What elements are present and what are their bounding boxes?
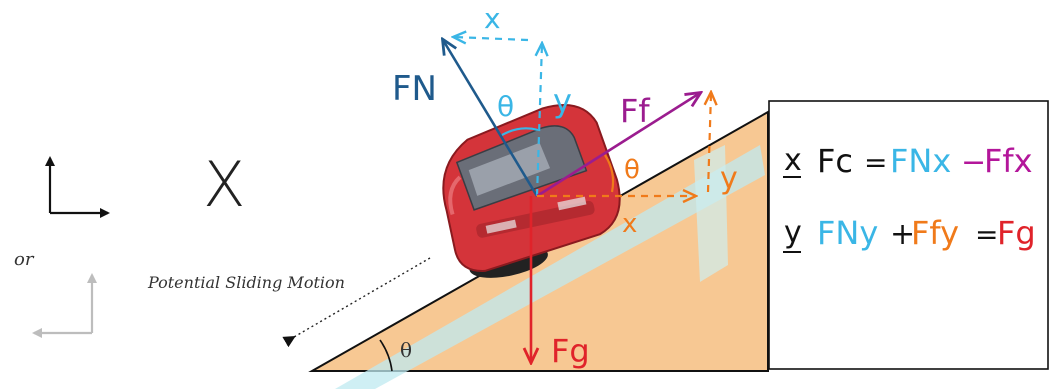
- friction-x-label: x: [622, 209, 637, 239]
- normal-y-label: y: [553, 82, 572, 120]
- equation-y-equals: =: [975, 218, 998, 251]
- or-label: or: [14, 249, 35, 270]
- normal-force-arrow: [443, 40, 539, 197]
- equation-y-axis-label: y: [784, 215, 802, 250]
- friction-force-label: Ff: [620, 92, 650, 130]
- normal-angle-arc: [501, 127, 539, 136]
- sliding-motion-label: Potential Sliding Motion: [147, 273, 345, 292]
- equation-x-axis-label: x: [784, 143, 802, 178]
- equation-x-equals: =: [864, 146, 887, 179]
- friction-y-component-arrow: [708, 93, 711, 193]
- incline-angle-label: θ: [400, 338, 412, 362]
- friction-y-label: y: [720, 161, 738, 196]
- friction-force-arrow: [536, 93, 700, 198]
- axes-icon-gray: [32, 273, 97, 338]
- friction-angle-arc: [604, 154, 615, 193]
- equation-y-term2: Ffy: [911, 214, 959, 252]
- normal-x-component-arrow: [454, 37, 529, 40]
- equation-x-term2: Ffx: [984, 142, 1033, 180]
- normal-force-label: FN: [392, 69, 437, 109]
- equation-y-term1: FNy: [817, 214, 878, 252]
- equation-y-plus: +: [890, 217, 915, 252]
- incline-angle-arc: [379, 339, 393, 372]
- equation-y: y FNy + Ffy = Fg: [783, 214, 1036, 253]
- sliding-motion-arrow: [282, 257, 431, 348]
- car-image: [442, 103, 621, 278]
- cross-mark-icon: X: [203, 148, 245, 221]
- equation-x: x Fc = FNx − Ffx: [783, 142, 1033, 180]
- equation-y-rhs: Fg: [997, 214, 1036, 252]
- axes-icon-black: [45, 156, 110, 218]
- equation-x-term1: FNx: [890, 142, 951, 180]
- equation-x-lhs: Fc: [817, 142, 853, 180]
- equation-x-minus: −: [961, 145, 986, 180]
- gravity-force-label: Fg: [551, 332, 590, 370]
- highlight-band: [335, 145, 765, 389]
- normal-angle-label: θ: [497, 90, 514, 123]
- normal-x-label: x: [484, 2, 501, 35]
- equations-box: [768, 100, 1049, 370]
- friction-angle-label: θ: [624, 155, 640, 185]
